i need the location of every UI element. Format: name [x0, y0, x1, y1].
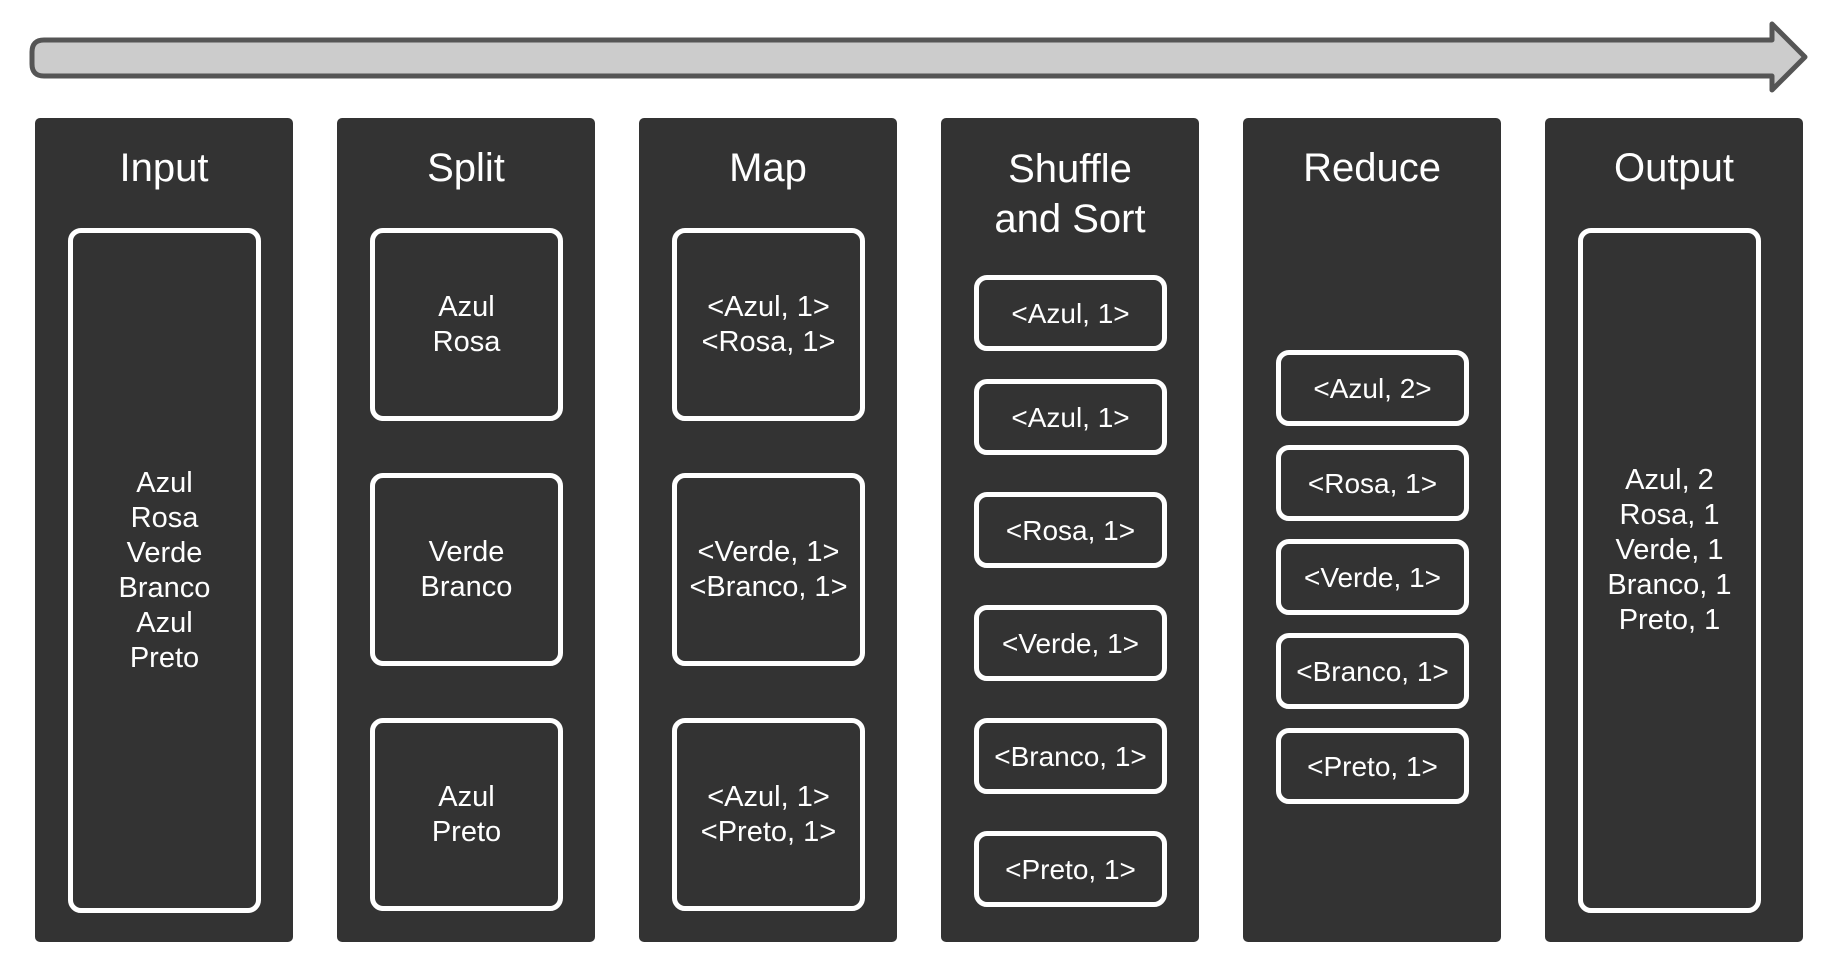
- shuffle-pair: <Azul, 1>: [1011, 297, 1130, 329]
- input-column: Input Azul Rosa Verde Branco Azul Preto: [35, 118, 293, 942]
- shuffle-sort-title: Shuffle and Sort: [941, 144, 1199, 244]
- map-box: <Azul, 1> <Rosa, 1>: [672, 228, 865, 421]
- output-count: Rosa, 1: [1619, 499, 1720, 531]
- split-word: Verde: [428, 535, 505, 568]
- shuffle-pair: <Rosa, 1>: [1005, 514, 1136, 546]
- output-title: Output: [1613, 146, 1735, 190]
- map-pair: <Rosa, 1>: [701, 325, 836, 358]
- split-word: Preto: [431, 815, 502, 848]
- shuffle-pair-box: <Preto, 1>: [974, 831, 1167, 907]
- reduce-pair: <Branco, 1>: [1296, 655, 1449, 687]
- reduce-pair-box: <Azul, 2>: [1276, 350, 1469, 426]
- shuffle-pair: <Verde, 1>: [1001, 627, 1139, 659]
- shuffle-pair-box: <Azul, 1>: [974, 275, 1167, 351]
- reduce-title: Reduce: [1303, 146, 1441, 190]
- split-title: Split: [427, 146, 505, 190]
- map-box: <Azul, 1> <Preto, 1>: [672, 718, 865, 911]
- shuffle-sort-title-line: and Sort: [994, 197, 1146, 241]
- reduce-pair-box: <Branco, 1>: [1276, 633, 1469, 709]
- reduce-column: Reduce <Azul, 2> <Rosa, 1> <Verde, 1> <B…: [1243, 118, 1501, 942]
- shuffle-pair: <Branco, 1>: [994, 740, 1147, 772]
- reduce-pair-box: <Rosa, 1>: [1276, 445, 1469, 521]
- shuffle-pair-box: <Rosa, 1>: [974, 492, 1167, 568]
- input-word: Azul: [136, 606, 193, 639]
- reduce-pair-box: <Verde, 1>: [1276, 539, 1469, 615]
- reduce-pair: <Rosa, 1>: [1307, 467, 1438, 499]
- shuffle-sort-title-line: Shuffle: [1008, 147, 1132, 191]
- split-word: Azul: [438, 290, 495, 323]
- output-count: Azul, 2: [1625, 464, 1714, 496]
- output-box: Azul, 2 Rosa, 1 Verde, 1 Branco, 1 Preto…: [1578, 228, 1761, 913]
- output-count: Branco, 1: [1607, 569, 1732, 601]
- split-column: Split Azul Rosa Verde Branco Azul Preto: [337, 118, 595, 942]
- input-word: Azul: [136, 466, 193, 499]
- output-column: Output Azul, 2 Rosa, 1 Verde, 1 Branco, …: [1545, 118, 1803, 942]
- output-count: Preto, 1: [1618, 604, 1721, 636]
- input-word: Preto: [129, 641, 200, 674]
- split-word: Branco: [420, 570, 513, 603]
- output-count: Verde, 1: [1615, 534, 1724, 566]
- input-word: Rosa: [130, 501, 199, 534]
- reduce-pair: <Verde, 1>: [1303, 561, 1441, 593]
- map-pair: <Verde, 1>: [697, 535, 840, 568]
- map-pair: <Azul, 1>: [707, 290, 830, 323]
- map-column: Map <Azul, 1> <Rosa, 1> <Verde, 1> <Bran…: [639, 118, 897, 942]
- map-pair: <Branco, 1>: [689, 570, 848, 603]
- map-title: Map: [729, 146, 807, 190]
- shuffle-sort-column: Shuffle and Sort <Azul, 1> <Azul, 1> <Ro…: [941, 118, 1199, 942]
- input-word: Verde: [126, 536, 203, 569]
- shuffle-pair-box: <Verde, 1>: [974, 605, 1167, 681]
- flow-arrow: [29, 21, 1808, 93]
- map-pair: <Preto, 1>: [700, 815, 837, 848]
- map-box: <Verde, 1> <Branco, 1>: [672, 473, 865, 666]
- input-box: Azul Rosa Verde Branco Azul Preto: [68, 228, 261, 913]
- shuffle-pair: <Azul, 1>: [1011, 401, 1130, 433]
- shuffle-pair-box: <Azul, 1>: [974, 379, 1167, 455]
- input-word: Branco: [118, 571, 211, 604]
- split-box: Verde Branco: [370, 473, 563, 666]
- input-title: Input: [119, 146, 209, 190]
- map-pair: <Azul, 1>: [707, 780, 830, 813]
- reduce-pair: <Preto, 1>: [1307, 750, 1438, 782]
- reduce-pair: <Azul, 2>: [1313, 372, 1432, 404]
- shuffle-pair: <Preto, 1>: [1005, 853, 1136, 885]
- split-box: Azul Preto: [370, 718, 563, 911]
- split-word: Azul: [438, 780, 495, 813]
- shuffle-pair-box: <Branco, 1>: [974, 718, 1167, 794]
- reduce-pair-box: <Preto, 1>: [1276, 728, 1469, 804]
- split-word: Rosa: [432, 325, 501, 358]
- split-box: Azul Rosa: [370, 228, 563, 421]
